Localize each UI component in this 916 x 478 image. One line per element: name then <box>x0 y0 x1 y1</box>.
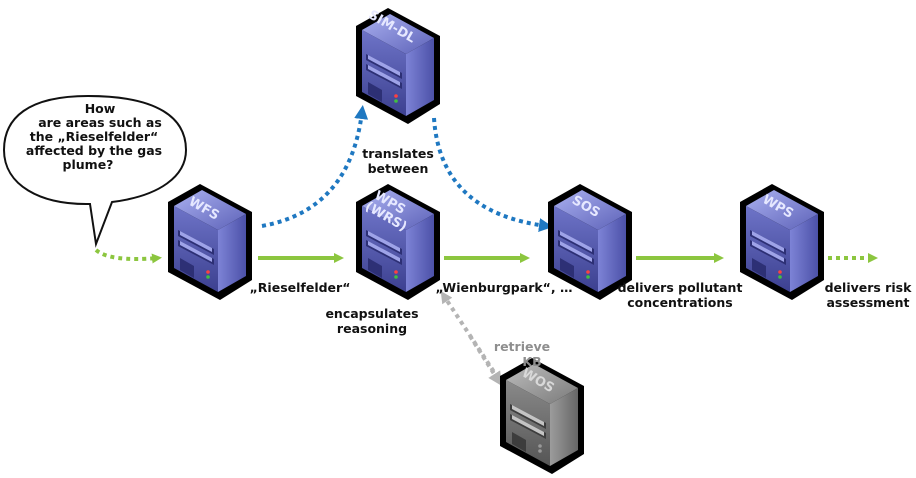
label-encapsulates-line-2: reasoning <box>337 321 407 336</box>
label-translates-line-1: translates <box>362 146 434 161</box>
label-rieselfelder: „Rieselfelder“ <box>250 280 351 295</box>
label-pollutant-line-1: delivers pollutant <box>618 280 743 295</box>
arrow-simdl-to-sos <box>432 117 553 233</box>
question-speech-bubble: How are areas such as the „Rieselfelder“… <box>2 94 188 248</box>
label-retrieve-line-2: KB <box>522 354 541 369</box>
server-sos: SOS <box>548 184 632 300</box>
server-simdl: SIM-DL <box>356 8 440 124</box>
arrow-wps-to-wos <box>468 334 502 386</box>
bubble-line-3: the „Rieselfelder“ <box>30 129 159 144</box>
speech-bubble-outline <box>2 94 188 248</box>
server-wos: WOS <box>500 358 584 474</box>
label-translates-line-2: between <box>368 161 429 176</box>
bubble-line-4: affected by the gas <box>26 143 162 158</box>
bubble-line-1: How <box>85 101 116 116</box>
label-retrieve-line-1: retrieve <box>494 339 550 354</box>
label-risk-line-1: delivers risk <box>825 280 912 295</box>
server-wps-wrs: WPS (WRS) <box>356 184 440 300</box>
arrow-bubble-to-wfs <box>94 248 162 264</box>
server-wps-risk: WPS <box>740 184 824 300</box>
label-pollutant-line-2: concentrations <box>627 295 732 310</box>
bubble-line-5: plume? <box>63 157 114 172</box>
bubble-line-2: are areas such as <box>38 115 162 130</box>
arrow-wfs-to-simdl <box>261 105 369 228</box>
label-risk-line-2: assessment <box>826 295 909 310</box>
label-encapsulates-line-1: encapsulates <box>325 306 418 321</box>
server-wfs: WFS <box>168 184 252 300</box>
label-wienburgpark: „Wienburgpark“, … <box>436 280 573 295</box>
